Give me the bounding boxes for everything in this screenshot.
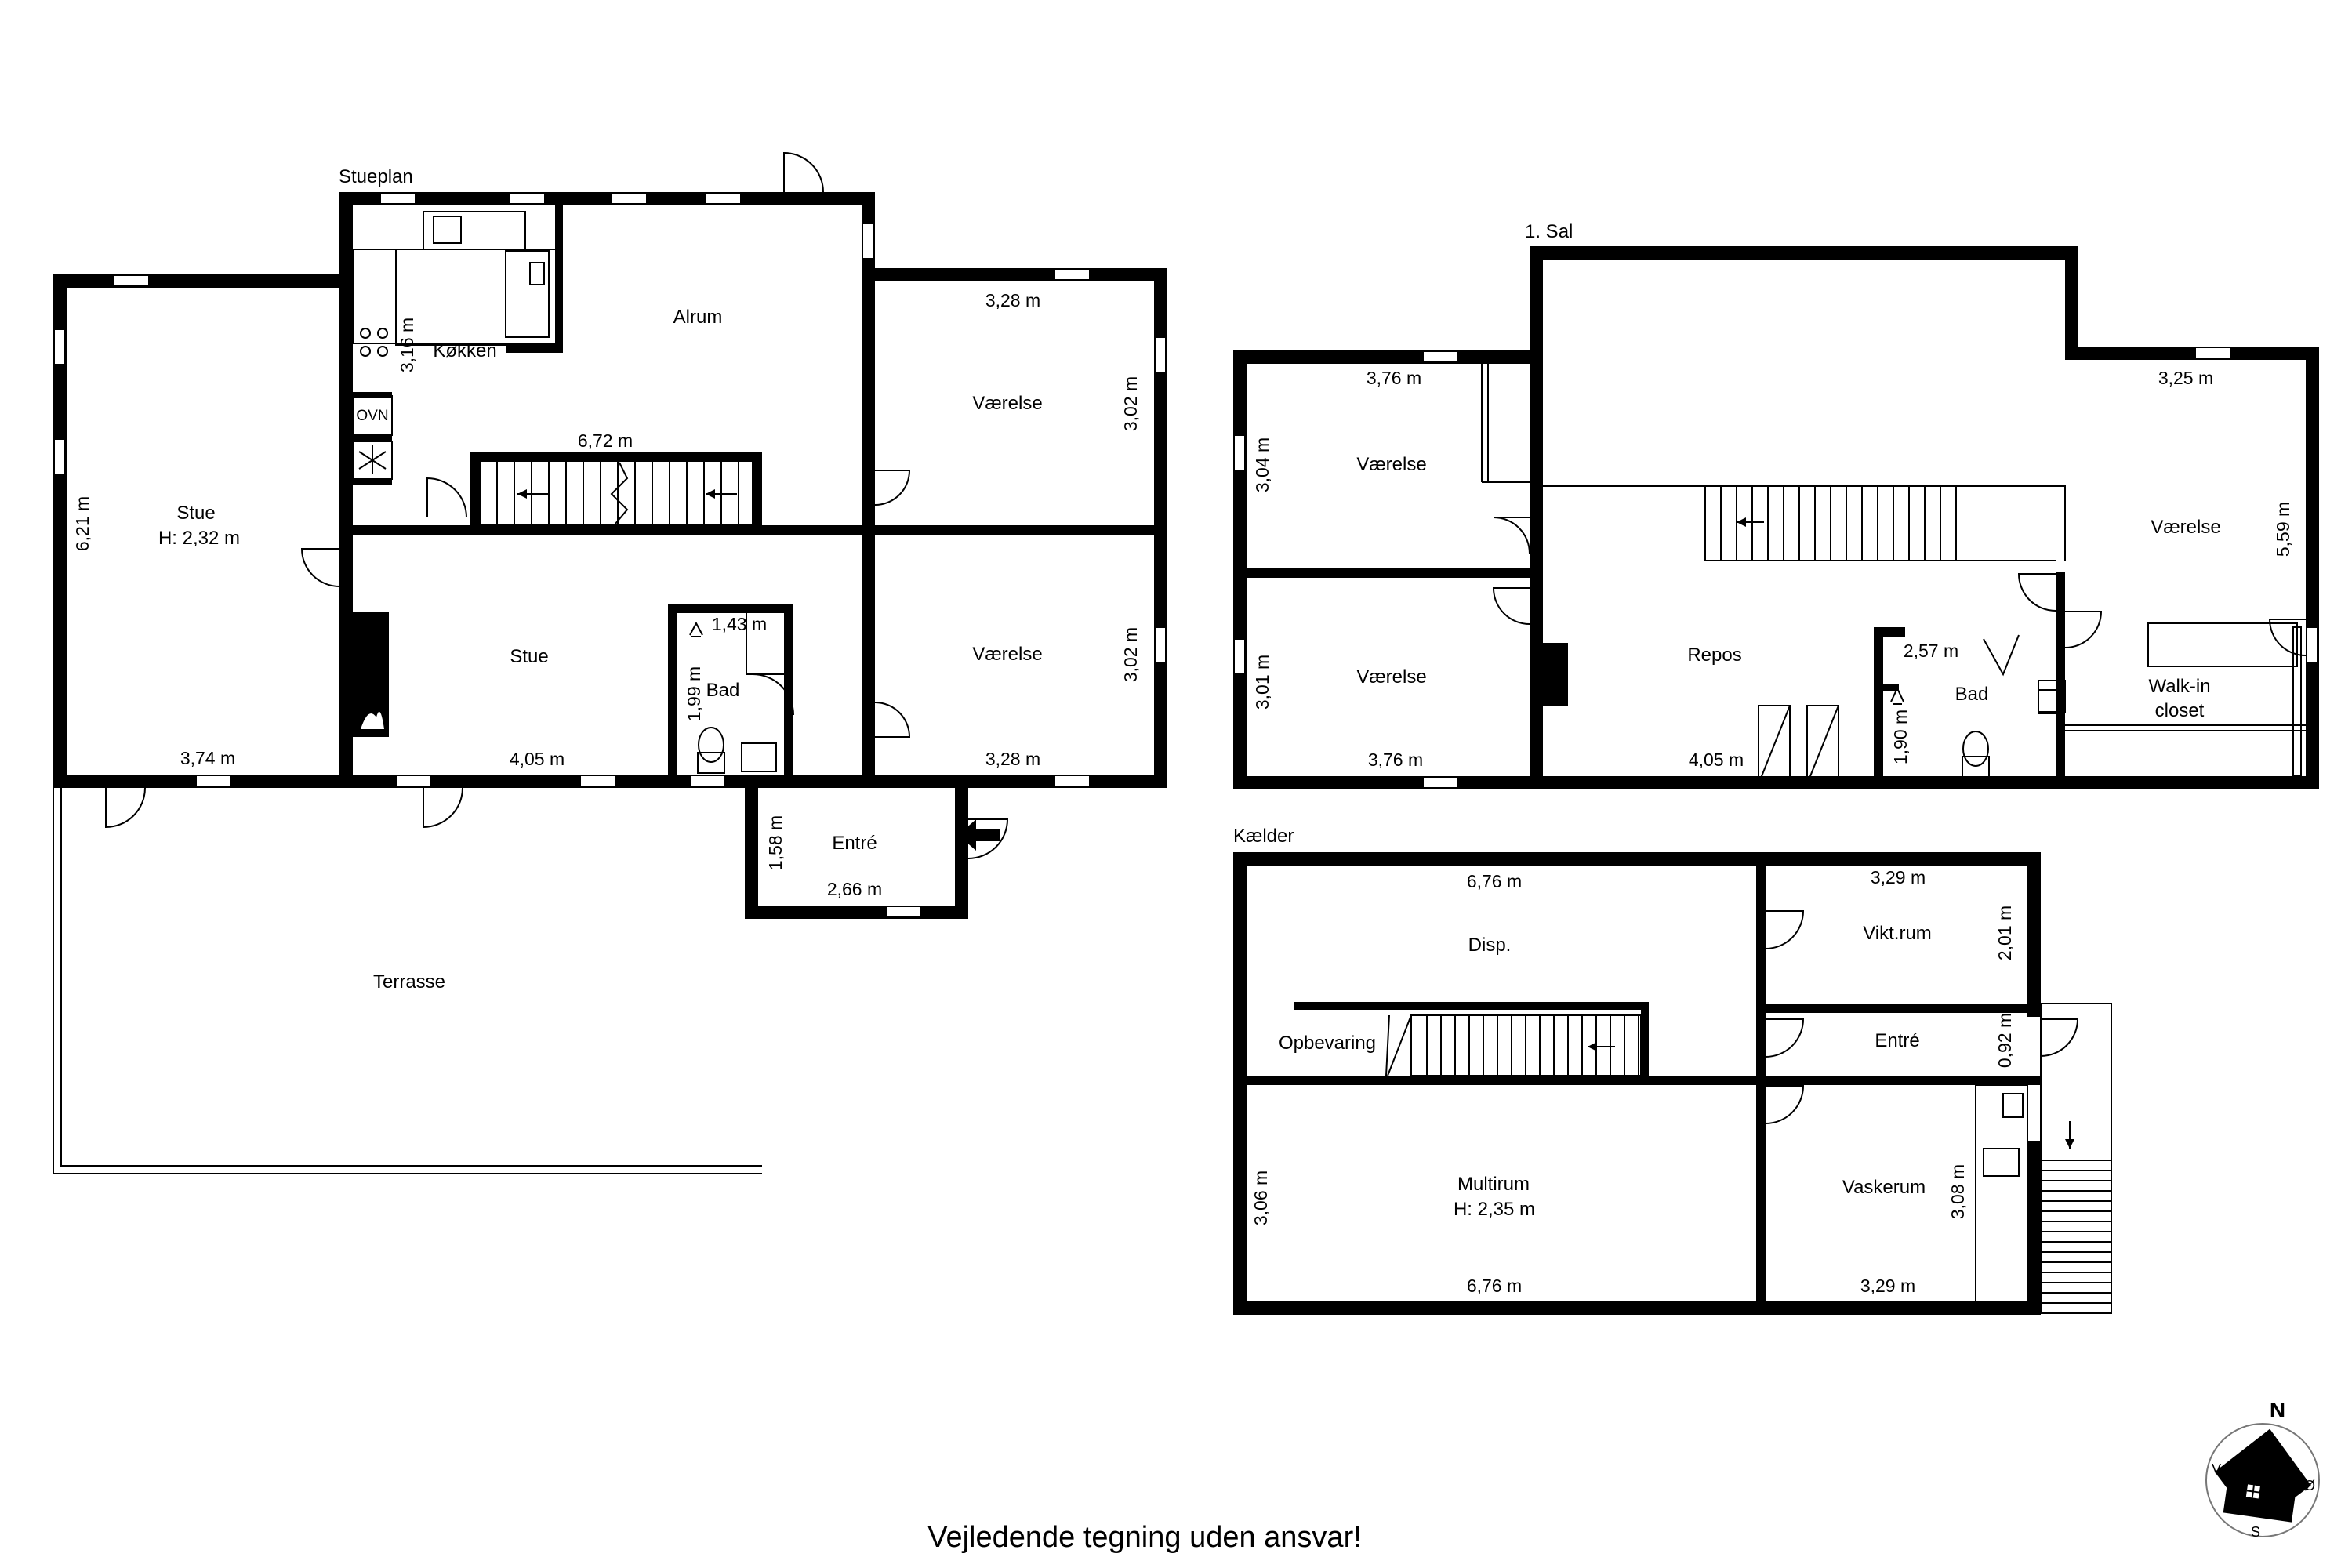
first-floor-windows — [1233, 347, 2318, 789]
room-vaskerum: Vaskerum — [1842, 1177, 1926, 1198]
basement-fixtures — [1975, 1084, 2028, 1302]
room-entre-basement: Entré — [1875, 1030, 1919, 1051]
floor-title-stueplan: Stueplan — [339, 166, 413, 187]
dim-stue-mid-width: 4,05 m — [510, 749, 564, 769]
room-stue-left: Stue — [176, 503, 215, 524]
dim-vikt-width: 3,29 m — [1871, 867, 1926, 887]
dim-first-bad-width: 2,57 m — [1904, 641, 1958, 661]
dim-entre-height: 1,58 m — [765, 815, 786, 870]
dim-multi-width: 6,76 m — [1467, 1276, 1522, 1296]
room-disp: Disp. — [1468, 935, 1512, 956]
dim-kokken-height: 3,16 m — [397, 318, 417, 372]
bathroom-fixtures — [689, 612, 784, 774]
house-icon — [2214, 1428, 2311, 1523]
fireplace — [351, 612, 389, 737]
dim-first-bl-height: 3,01 m — [1252, 655, 1272, 710]
oven-label: OVN — [356, 408, 388, 424]
first-floor-fixtures — [1758, 622, 2306, 785]
ground-floor-walls — [53, 192, 1167, 919]
ground-floor-plan: Stueplan Stue H: 2,32 m Køkken Alrum Vær… — [53, 151, 1167, 1174]
outdoor-stair — [2040, 1003, 2112, 1314]
compass-ring-icon — [2205, 1423, 2320, 1537]
room-bad-first: Bad — [1955, 684, 1989, 705]
dim-entre-basement-height: 0,92 m — [1994, 1013, 2015, 1068]
dim-first-bl-width: 3,76 m — [1368, 750, 1423, 770]
dim-vaerelse-bottom-width: 3,28 m — [985, 749, 1040, 769]
compass-east: Ø — [2304, 1478, 2315, 1494]
first-floor-plan: 1. Sal Værelse Værelse Repos Bad Værelse… — [1233, 221, 2319, 789]
room-vaerelse-bottom-left: Værelse — [1356, 666, 1426, 688]
basement-walls — [1233, 852, 2041, 1315]
dim-stue-width: 3,74 m — [180, 748, 235, 768]
room-vaerelse-right: Værelse — [2151, 517, 2220, 538]
compass-north: N — [2270, 1398, 2285, 1422]
kitchen-fixtures — [352, 211, 557, 480]
dim-bad-width: 1,43 m — [712, 614, 767, 634]
basement-stair — [1385, 1014, 1642, 1076]
ground-floor-windows — [53, 192, 1167, 918]
dim-vaerelse-bottom-height: 3,02 m — [1120, 627, 1141, 682]
dim-entre-width: 2,66 m — [827, 879, 882, 899]
dim-vask-height: 3,08 m — [1947, 1164, 1968, 1219]
ground-floor-stair — [479, 460, 753, 526]
basement-doors — [1693, 910, 2079, 1124]
compass-south: S — [2251, 1524, 2260, 1540]
dim-bad-height: 1,99 m — [684, 666, 704, 721]
room-kokken: Køkken — [433, 340, 496, 361]
room-opbevaring: Opbevaring — [1279, 1033, 1376, 1054]
floor-title-sal: 1. Sal — [1525, 221, 1573, 242]
dim-stue-height: 6,21 m — [72, 496, 93, 551]
dim-first-tl-width: 3,76 m — [1367, 368, 1421, 388]
room-vaerelse-top: Værelse — [972, 393, 1042, 414]
dim-multi-height: 3,06 m — [1250, 1171, 1271, 1225]
room-viktrum: Vikt.rum — [1863, 923, 1932, 944]
room-walkin: Walk-in — [2148, 676, 2210, 697]
dim-vikt-height: 2,01 m — [1994, 906, 2015, 960]
compass-west: V — [2212, 1461, 2221, 1477]
room-vaerelse-bottom: Værelse — [972, 644, 1042, 665]
ground-floor-doors — [105, 151, 1009, 859]
entrance-arrow — [958, 819, 1000, 851]
room-bad: Bad — [706, 680, 740, 701]
floor-title-kaelder: Kælder — [1233, 826, 1294, 847]
dim-first-right-width: 3,25 m — [2158, 368, 2213, 388]
room-stue-mid: Stue — [510, 646, 548, 667]
dim-first-right-height: 5,59 m — [2273, 502, 2293, 557]
dim-first-repos-width: 4,05 m — [1689, 750, 1744, 770]
area-terrasse: Terrasse — [373, 971, 445, 993]
room-multirum: Multirum — [1457, 1174, 1530, 1195]
basement-plan: Kælder Disp. Opbevaring Vikt.rum Entré M… — [1233, 826, 2112, 1315]
room-repos: Repos — [1687, 644, 1741, 666]
room-alrum: Alrum — [673, 307, 723, 328]
dim-vask-width: 3,29 m — [1860, 1276, 1915, 1296]
first-floor-stair — [1543, 485, 2066, 561]
room-multirum-height: H: 2,35 m — [1454, 1199, 1535, 1220]
compass: N V Ø S — [2205, 1398, 2320, 1540]
dim-first-bad-height: 1,90 m — [1890, 710, 1911, 764]
disclaimer-text: Vejledende tegning uden ansvar! — [927, 1521, 1362, 1554]
room-stue-left-height: H: 2,32 m — [158, 528, 240, 549]
terrace-outline — [53, 788, 762, 1174]
dim-alrum-width: 6,72 m — [578, 430, 633, 451]
first-floor-doors — [1481, 364, 2307, 677]
room-vaerelse-top-left: Værelse — [1356, 454, 1426, 475]
room-entre: Entré — [832, 833, 877, 854]
dim-vaerelse-top-height: 3,02 m — [1120, 376, 1141, 431]
dim-disp-width: 6,76 m — [1467, 871, 1522, 891]
dim-first-tl-height: 3,04 m — [1252, 437, 1272, 492]
room-walkin-closet: closet — [2155, 700, 2205, 721]
dim-vaerelse-top-width: 3,28 m — [985, 290, 1040, 310]
